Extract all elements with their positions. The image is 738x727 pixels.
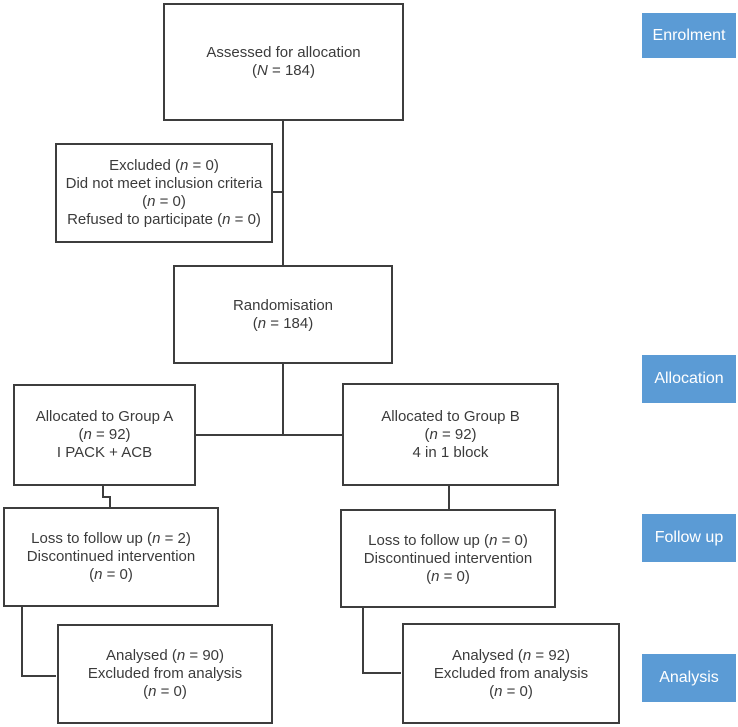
box-text-line: Analysed (n = 92)	[452, 646, 570, 664]
flow-box-allocated-group-b: Allocated to Group B (n = 92) 4 in 1 blo…	[342, 383, 559, 486]
box-text-line: Analysed (n = 90)	[106, 647, 224, 664]
box-text-line: Loss to follow up (n = 0)	[368, 531, 528, 549]
connector-followup-a-to-analysis-a	[21, 606, 56, 677]
stage-label-analysis: Analysis	[642, 654, 736, 702]
flow-box-analysed-group-a: Analysed (n = 90) Excluded from analysis…	[57, 624, 273, 724]
stage-label-allocation: Allocation	[642, 355, 736, 403]
box-text-line: Excluded from analysis	[433, 664, 589, 682]
flow-box-excluded: Excluded (n = 0) Did not meet inclusion …	[55, 143, 273, 243]
connector-group-a-to-followup-a	[102, 484, 111, 508]
box-text-line: (n = 0)	[426, 567, 470, 585]
box-text-line: (n = 0)	[489, 682, 533, 700]
box-text-line: (n = 0)	[142, 193, 186, 210]
box-text-line: (n = 184)	[252, 314, 314, 332]
box-text-line: Discontinued intervention	[26, 548, 196, 565]
box-text-line: Loss to follow up (n = 2)	[31, 530, 191, 547]
box-text-line: Did not meet inclusion criteria	[65, 175, 263, 192]
box-text-line: (n = 0)	[143, 683, 187, 700]
connector-followup-b-to-analysis-b	[362, 606, 401, 674]
stage-label-enrolment: Enrolment	[642, 13, 736, 58]
flow-box-randomisation: Randomisation (n = 184)	[173, 265, 393, 364]
box-text-line: (n = 92)	[424, 425, 477, 443]
box-text-line: Excluded (n = 0)	[109, 157, 219, 174]
box-text-line: (n = 0)	[89, 566, 133, 583]
flow-box-analysed-group-b: Analysed (n = 92) Excluded from analysis…	[402, 623, 620, 724]
flow-box-assessed: Assessed for allocation (N = 184)	[163, 3, 404, 121]
box-text-line: Excluded from analysis	[87, 665, 243, 682]
stage-label-followup: Follow up	[642, 514, 736, 562]
box-text-line: Allocated to Group A	[35, 408, 174, 425]
box-text-line: I PACK + ACB	[56, 444, 153, 461]
box-text-line: Discontinued intervention	[363, 549, 533, 567]
flow-box-allocated-group-a: Allocated to Group A (n = 92) I PACK + A…	[13, 384, 196, 486]
box-text-line: (N = 184)	[252, 62, 315, 79]
box-text-line: 4 in 1 block	[412, 443, 489, 461]
box-text-line: Allocated to Group B	[381, 407, 520, 425]
box-text-line: Assessed for allocation	[206, 44, 361, 61]
box-text-line: Randomisation	[232, 296, 334, 314]
flow-box-followup-group-a: Loss to follow up (n = 2) Discontinued i…	[3, 507, 219, 607]
box-text-line: Refused to participate (n = 0)	[67, 211, 261, 228]
box-text-line: (n = 92)	[78, 426, 131, 443]
flow-box-followup-group-b: Loss to follow up (n = 0) Discontinued i…	[340, 509, 556, 608]
